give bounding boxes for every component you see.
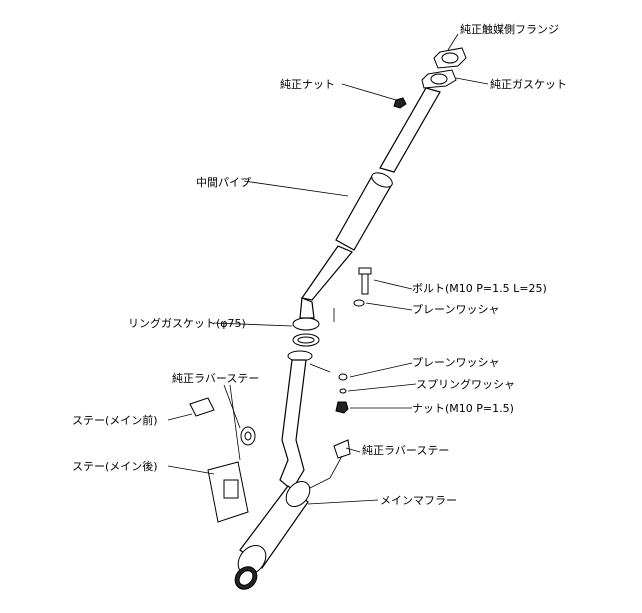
bolt	[358, 267, 372, 295]
catalyst-flange	[433, 47, 467, 69]
label-flange: 純正触媒側フランジ	[460, 22, 559, 36]
stay-rear	[207, 461, 249, 523]
label-stay-front: ステー(メイン前)	[72, 413, 158, 427]
leader-lines	[167, 33, 489, 505]
rubber-stay-left	[240, 426, 256, 446]
label-bolt: ボルト(M10 P=1.5 L=25)	[412, 282, 547, 295]
nut-top	[393, 97, 407, 109]
label-rubber-stay-left: 純正ラバーステー	[172, 372, 259, 385]
label-nut-top: 純正ナット	[280, 78, 335, 91]
ring-gasket	[292, 333, 320, 347]
main-pipe	[279, 350, 313, 491]
main-muffler	[234, 480, 311, 590]
gasket	[421, 69, 457, 89]
label-rubber-stay-right: 純正ラバーステー	[362, 444, 449, 457]
stay-front	[189, 397, 215, 417]
label-plain-washer-2: プレーンワッシャ	[412, 356, 499, 369]
label-nut-m10: ナット(M10 P=1.5)	[412, 402, 514, 415]
label-main-muffler: メインマフラー	[380, 494, 457, 507]
rubber-stay-right	[309, 439, 351, 489]
plain-washer-2	[338, 373, 348, 381]
plain-washer-1	[353, 299, 365, 307]
spring-washer	[339, 388, 347, 394]
label-plain-washer-1: プレーンワッシャ	[412, 303, 499, 316]
mid-pipe	[292, 87, 441, 331]
label-ring-gasket: リングガスケット(φ75)	[128, 316, 246, 330]
label-mid-pipe: 中間パイプ	[196, 176, 251, 189]
label-spring-washer: スプリングワッシャ	[416, 377, 515, 391]
nut-m10	[335, 401, 349, 414]
label-gasket: 純正ガスケット	[490, 78, 567, 91]
label-stay-rear: ステー(メイン後)	[72, 459, 158, 473]
